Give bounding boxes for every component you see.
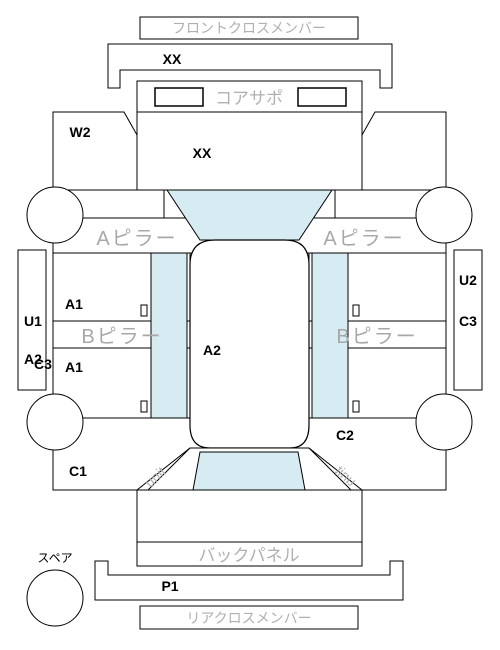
u1-label: U1 <box>24 313 42 329</box>
right-rocker-strip[interactable] <box>311 252 349 419</box>
b-pillar-right-label: Bピラー <box>336 326 417 348</box>
rear-diag-left <box>147 447 191 491</box>
rear-cross-member-label: リアクロスメンバー <box>186 610 311 626</box>
a2-left-label: A2 <box>24 351 42 367</box>
front-floor-trapezoid[interactable] <box>166 189 333 241</box>
w2-label: W2 <box>70 124 91 140</box>
trunk-area[interactable] <box>136 489 363 543</box>
front-cross-member-label: フロントクロスメンバー <box>172 20 326 36</box>
wheel-rear-right[interactable] <box>415 393 473 451</box>
rear-cross-member-box[interactable] <box>139 605 359 630</box>
rear-diag-right <box>308 447 352 491</box>
wheel-front-right[interactable] <box>415 186 473 244</box>
back-panel-label: バックパネル <box>198 546 299 565</box>
back-panel-box[interactable] <box>136 541 363 567</box>
left-side-strip[interactable] <box>17 249 47 391</box>
b-pillar-left-label: Bピラー <box>81 326 162 348</box>
front-cross-member-box[interactable] <box>139 16 359 40</box>
front-bracket[interactable] <box>107 43 393 89</box>
door-marker-right-lower <box>352 400 360 413</box>
door-marker-right-upper <box>352 304 360 317</box>
xx-top-label: XX <box>163 51 182 67</box>
c1-label: C1 <box>69 463 87 479</box>
c3-left-label: C3 <box>34 356 52 372</box>
a2-center-label: A2 <box>203 342 221 358</box>
right-side-strip[interactable] <box>453 249 483 391</box>
wheel-front-left[interactable] <box>26 186 84 244</box>
core-support-label: コアサポ <box>215 89 283 108</box>
spare-tire[interactable] <box>26 569 84 627</box>
door-marker-left-lower <box>140 400 148 413</box>
xx-center-label: XX <box>193 145 212 161</box>
a1-lower-label: A1 <box>65 359 83 375</box>
cabin-floor[interactable] <box>189 239 310 449</box>
p1-label: P1 <box>161 578 178 594</box>
a1-upper-label: A1 <box>65 296 83 312</box>
u2-label: U2 <box>459 272 477 288</box>
core-support-slot-left <box>154 87 204 107</box>
left-front-fender[interactable] <box>52 111 138 191</box>
right-front-fender[interactable] <box>361 111 447 191</box>
door-marker-left-upper <box>140 304 148 317</box>
rear-floor-trapezoid[interactable] <box>192 451 306 491</box>
core-support-slot-right <box>297 87 347 107</box>
a-pillar-right-label: Aピラー <box>323 228 404 250</box>
rear-bracket[interactable] <box>94 560 404 601</box>
spare-label: スペア <box>37 551 72 565</box>
wheel-rear-left[interactable] <box>26 393 84 451</box>
c2-label: C2 <box>336 427 354 443</box>
a-pillar-left-label: Aピラー <box>96 228 177 250</box>
left-rocker-strip[interactable] <box>150 252 188 419</box>
c3-right-label: C3 <box>459 313 477 329</box>
